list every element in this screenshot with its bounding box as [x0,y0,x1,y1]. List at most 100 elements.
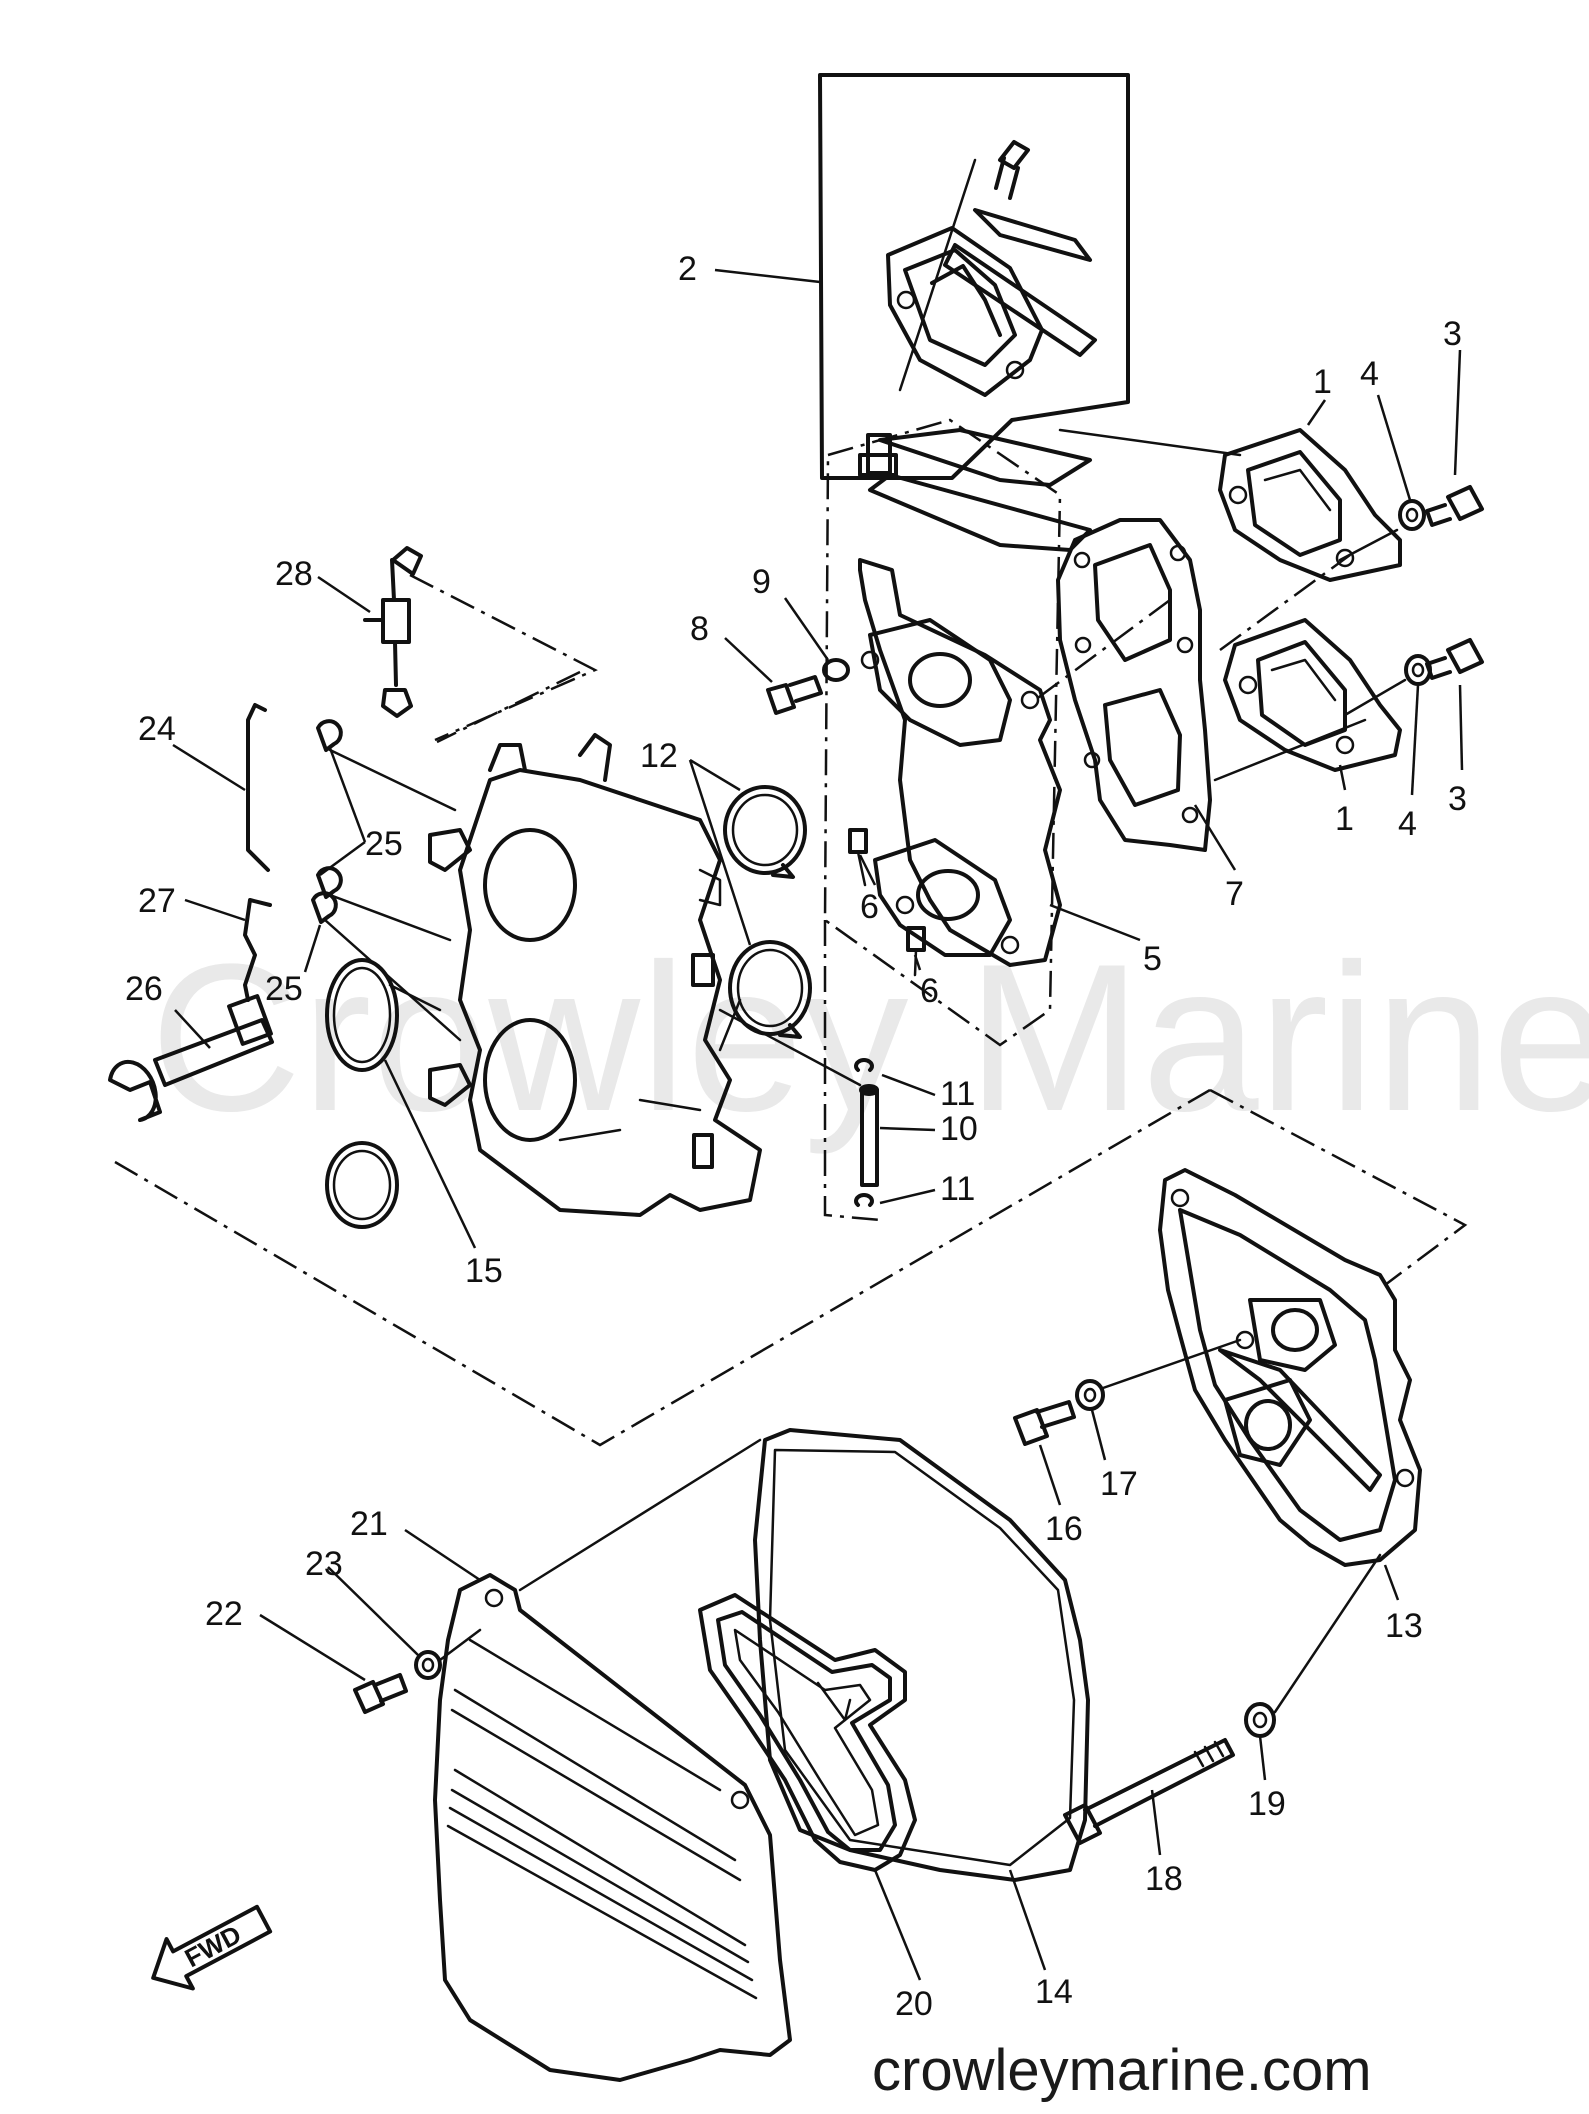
align-line-c [1213,718,1367,782]
leader-16 [1038,1444,1062,1506]
gasket-14 [753,1428,1090,1882]
website-text: crowleymarine.com [872,2038,1372,2103]
leader-13 [1383,1564,1400,1601]
reed-valve-upper [1218,428,1402,582]
washer-19 [1244,1702,1276,1738]
block-dashed-line [114,1088,1211,1447]
fwd-arrow-icon: FWD [151,1904,273,1991]
callout-8: 8 [690,610,709,648]
o-ring-15-lower [325,1141,399,1229]
callout-20: 20 [895,1985,933,2023]
clip-11-lower [854,1193,874,1207]
fuel-link-dashed [409,573,598,742]
hose-10 [859,1084,879,1187]
callout-4b: 4 [1398,805,1417,843]
washer-23 [414,1650,442,1680]
callout-28: 28 [275,555,313,593]
bolt-18 [1063,1738,1235,1845]
reed-petal-top [943,243,1097,357]
callout-27: 27 [138,882,176,920]
nipple-6-upper [848,828,868,887]
leader-3b [1458,684,1464,771]
gasket-7 [1056,518,1212,852]
callout-6a: 6 [860,888,879,926]
callout-10: 10 [940,1110,978,1148]
cylinder-block [428,733,762,1217]
callout-17: 17 [1100,1465,1138,1503]
intake-manifold-5 [858,558,1062,967]
leader-6a [858,854,877,886]
bolt-8 [766,675,823,715]
callout-25b: 25 [265,970,303,1008]
leader-1b [1338,764,1347,791]
choke-knob-26 [108,994,274,1122]
align-line-e [518,1438,762,1592]
leader-24 [172,743,246,792]
reed-valve-lower [1223,618,1402,772]
leader-19 [1258,1735,1267,1781]
leader-26 [174,1009,211,1049]
washer-17 [1075,1379,1105,1411]
leader-4b [1410,684,1420,796]
reed-valve-kit-group [818,73,1130,552]
reed-petal-bottom [878,428,1092,487]
kit-screw-top [994,140,1030,200]
callout-9: 9 [752,563,771,601]
water-jacket-gasket-20 [698,1593,917,1872]
bolt-16 [1013,1400,1076,1446]
gasket-12-lower [728,940,812,1039]
leader-23 [327,1566,419,1656]
callout-21: 21 [350,1505,388,1543]
gasket-12-upper [723,785,807,879]
callout-11b: 11 [940,1170,975,1208]
callout-19: 19 [1248,1785,1286,1823]
hose-27 [243,898,272,1002]
callout-3a: 3 [1443,315,1462,353]
leader-18 [1150,1789,1162,1856]
leader-2 [714,268,821,284]
fwd-label: FWD [180,1919,246,1973]
callout-1b: 1 [1335,800,1354,838]
align-line-d [436,670,581,744]
callout-13: 13 [1385,1607,1423,1645]
leader-5 [1049,903,1141,942]
leader-1a [1306,399,1327,426]
leader-15 [383,1059,477,1249]
callout-23: 23 [305,1545,343,1583]
bolt-3-upper [1425,485,1484,527]
leader-10 [879,1126,936,1132]
fuel-link-28 [363,546,423,718]
exhaust-inner-cover-13 [1158,1168,1422,1567]
leader-3a [1453,349,1462,476]
clamp-25-middle [316,866,343,899]
leader-25a [328,747,367,843]
callout-25a: 25 [365,825,403,863]
leader-14 [1008,1869,1047,1971]
leader-4a [1376,394,1412,501]
callout-26: 26 [125,970,163,1008]
leader-7 [1193,804,1237,871]
hose-dashed-line [823,920,881,1222]
callout-6b: 6 [920,972,939,1010]
leader-11b [879,1188,936,1205]
leader-17 [1090,1409,1107,1461]
leader-20 [873,1869,922,1981]
leader-25a2 [319,840,366,877]
clip-11-upper [854,1058,874,1072]
reed-valve-body [886,226,1044,397]
callout-5: 5 [1143,940,1162,978]
callout-labels: 1 1 2 3 3 4 4 5 6 6 7 8 9 10 11 11 12 13… [125,250,1467,2023]
leader-9 [783,597,830,661]
leader-22 [259,1613,366,1682]
callout-14: 14 [1035,1973,1073,2011]
nipple-6-lower [906,926,926,977]
intake-dashed-box [823,418,1062,1047]
reed-stopper-plate [973,208,1092,262]
leader-28 [317,575,371,614]
leader-21 [404,1528,481,1582]
kit-boundary [818,73,1130,480]
o-ring-15-upper [325,958,399,1072]
exhaust-outer-cover-21 [433,1573,792,2082]
callout-12: 12 [640,737,678,775]
